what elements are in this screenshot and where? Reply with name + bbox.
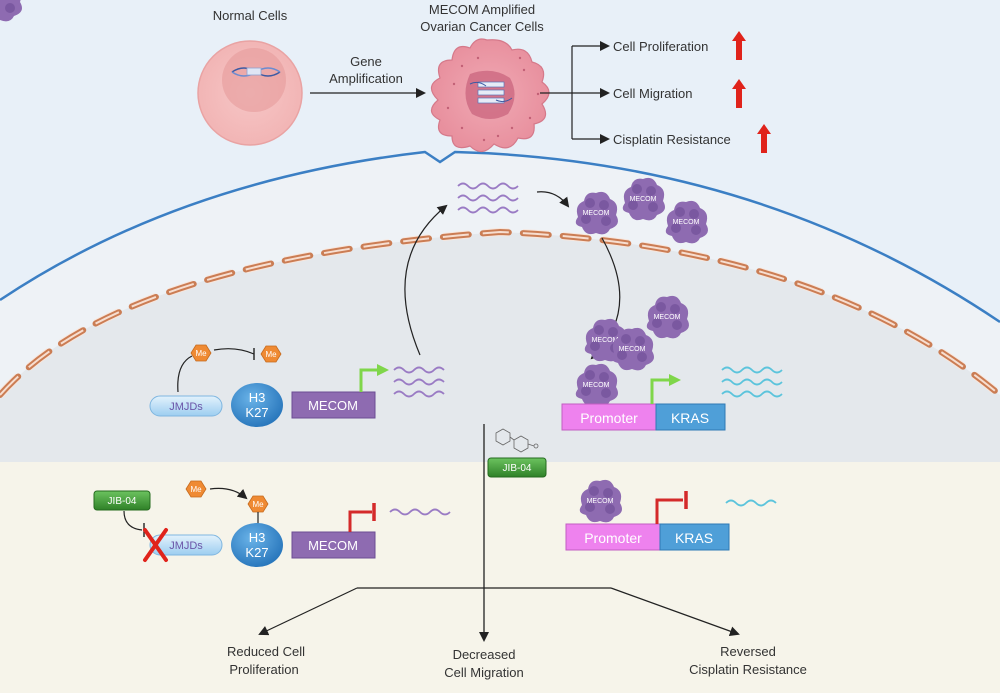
dna-icon xyxy=(231,67,281,77)
jmjds-pill xyxy=(149,395,223,417)
mrna-reduced xyxy=(389,508,451,516)
decreased-migration-line1: Decreased xyxy=(453,647,516,662)
me-label-3: Me xyxy=(190,485,202,494)
up-arrow-icon xyxy=(732,31,771,153)
jmjds-pill-inhibited xyxy=(149,534,223,556)
mecom-amplified-title-line1: MECOM Amplified xyxy=(429,2,535,17)
mecom-gene-label: MECOM xyxy=(308,398,358,413)
kras-box-inhibited xyxy=(659,523,730,551)
kras-box-active xyxy=(655,403,726,431)
jmjds-label-inhibited: JMJDs xyxy=(169,540,203,552)
cancer-cell-dots xyxy=(446,56,540,142)
svg-text:MECOM: MECOM xyxy=(619,346,646,353)
mecom-protein-cyto-2: MECOM xyxy=(622,177,665,221)
svg-text:MECOM: MECOM xyxy=(630,196,657,203)
mecom-amplified-title-line2: Ovarian Cancer Cells xyxy=(420,19,544,34)
methylation-arrow xyxy=(209,487,248,500)
me-label-2: Me xyxy=(265,350,277,359)
red-x-icon xyxy=(143,528,168,562)
h3-label: H3 xyxy=(249,390,266,405)
mecom-activation-arrow xyxy=(359,364,389,392)
normal-cell-nucleus xyxy=(222,48,286,112)
svg-text:MECOM: MECOM xyxy=(587,498,614,505)
jib04-badge-left xyxy=(93,490,151,511)
jib04-label-center: JIB-04 xyxy=(503,463,532,474)
mecom-protein-cyto-3: MECOM xyxy=(665,200,708,244)
mecom-protein-bottom: MECOM xyxy=(579,479,622,523)
kras-mrna-active xyxy=(721,366,783,398)
h3-label-bottom: H3 xyxy=(249,530,266,545)
amplified-dna-icon xyxy=(469,81,513,104)
kras-activation-arrow xyxy=(650,374,681,404)
svg-text:MECOM: MECOM xyxy=(673,219,700,226)
jib04-inhibition-line xyxy=(123,510,143,531)
promoter-box-inhibited xyxy=(565,523,661,551)
bottom-panel xyxy=(0,462,1000,693)
promoter-label-active: Promoter xyxy=(580,410,638,426)
me-hexagon-3 xyxy=(185,480,207,498)
k27-label: K27 xyxy=(245,405,268,420)
outcome-cell-migration: Cell Migration xyxy=(613,86,692,101)
svg-text:MECOM: MECOM xyxy=(583,210,610,217)
outcome-branches xyxy=(258,587,740,636)
kras-mrna-reduced xyxy=(725,499,777,507)
h3k27-histone-methylated xyxy=(231,523,283,567)
kras-repression-line xyxy=(655,498,683,524)
mrna-nucleus xyxy=(393,366,445,398)
outcome-branch-arrows xyxy=(540,41,610,144)
h3k27-histone xyxy=(231,383,283,427)
svg-text:MECOM: MECOM xyxy=(592,337,619,344)
k27-label-bottom: K27 xyxy=(245,545,268,560)
mecom-gene-box-silenced xyxy=(291,531,376,559)
jmjds-link xyxy=(177,355,193,393)
mecom-protein-nuc-2: MECOM xyxy=(584,318,627,362)
decreased-migration-line2: Cell Migration xyxy=(444,665,523,680)
me-hexagon-4 xyxy=(247,495,269,513)
svg-text:MECOM: MECOM xyxy=(583,382,610,389)
outcome-cell-proliferation: Cell Proliferation xyxy=(613,39,708,54)
gene-amplification-line2: Amplification xyxy=(329,71,403,86)
mecom-protein xyxy=(0,0,22,22)
chemical-structure-icon xyxy=(495,428,539,453)
reversed-resistance-line2: Cisplatin Resistance xyxy=(689,662,807,677)
mecom-gene-box xyxy=(291,391,376,419)
reduced-proliferation-line2: Proliferation xyxy=(229,662,298,677)
nuclear-envelope-highlight xyxy=(0,230,1000,396)
gene-amplification-line1: Gene xyxy=(350,54,382,69)
mecom-protein-cyto-1: MECOM xyxy=(575,191,618,235)
outcome-cisplatin-resistance: Cisplatin Resistance xyxy=(613,132,731,147)
kras-label-inhibited: KRAS xyxy=(675,530,713,546)
me-label-4: Me xyxy=(252,500,264,509)
kras-label-active: KRAS xyxy=(671,410,709,426)
mecom-protein-nuc-3: MECOM xyxy=(611,327,654,371)
me-hexagon-2 xyxy=(260,345,282,363)
mecom-repression-line xyxy=(348,510,372,532)
svg-text:MECOM: MECOM xyxy=(654,314,681,321)
jmjds-label: JMJDs xyxy=(169,401,203,413)
demethylation-line xyxy=(213,348,255,355)
export-arrow xyxy=(404,204,448,356)
reversed-resistance-line1: Reversed xyxy=(720,644,776,659)
promoter-label-inhibited: Promoter xyxy=(584,530,642,546)
jib04-badge-center xyxy=(487,457,547,478)
reduced-proliferation-line1: Reduced Cell xyxy=(227,644,305,659)
mecom-protein-nuc-1: MECOM xyxy=(646,295,689,339)
mrna-cytoplasm xyxy=(457,182,519,214)
translation-arrow xyxy=(536,191,570,208)
promoter-box-active xyxy=(561,403,657,431)
me-label-1: Me xyxy=(195,349,207,358)
cell-membrane xyxy=(0,150,1000,324)
me-hexagon-1 xyxy=(190,344,212,362)
mecom-protein-nuc-4: MECOM xyxy=(575,363,618,407)
mecom-gene-label-silenced: MECOM xyxy=(308,538,358,553)
jib04-label-left: JIB-04 xyxy=(108,496,137,507)
normal-cells-label: Normal Cells xyxy=(213,8,288,23)
